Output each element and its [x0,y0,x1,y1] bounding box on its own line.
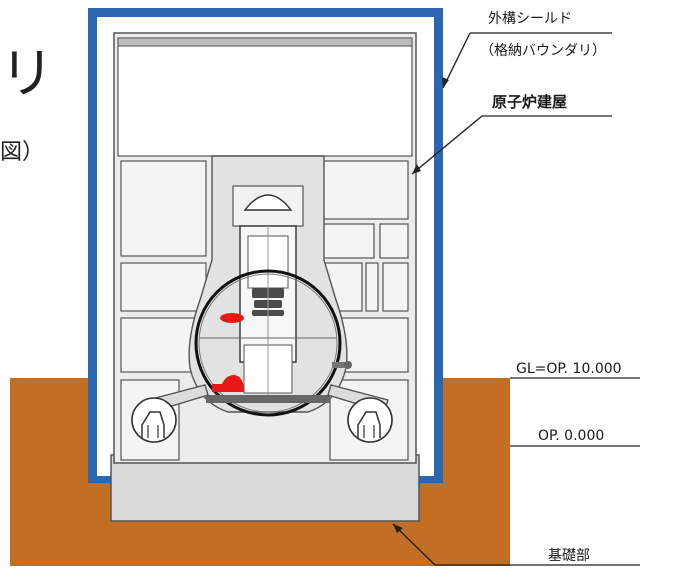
label-ground-level: GL=OP. 10.000 [516,361,622,377]
suppression-pool-left [131,397,177,443]
containment-inner-line [198,273,338,413]
left-rooms [120,160,207,461]
label-op-zero: OP. 0.000 [538,428,604,444]
refueling-floor [117,37,413,157]
subtitle-fragment: 図） [0,140,45,165]
arrow-reactor-building [411,115,483,175]
label-foundation: 基礎部 [548,547,590,564]
arrowhead-outer-shield [442,77,449,88]
containment-vessel [194,269,342,417]
arrowhead-foundation [393,524,403,533]
suppression-pool-right [347,397,393,443]
red-marker-upper [220,313,244,323]
title-fragment: リ [0,42,54,105]
dome-head [243,194,293,211]
sphere-base [206,395,330,403]
red-marker-lower [212,375,244,392]
penetration-pipe [332,362,346,368]
arrow-foundation [392,523,436,566]
label-boundary: （格納バウンダリ） [480,43,606,59]
foundation [110,454,420,522]
penetration-valve [344,361,352,369]
crane-rail [117,37,413,47]
arrowhead-reactor-building [412,164,421,174]
label-outer-shield: 外構シールド [488,11,572,27]
label-reactor-building: 原子炉建屋 [492,93,567,111]
arrow-outer-shield [442,32,471,89]
